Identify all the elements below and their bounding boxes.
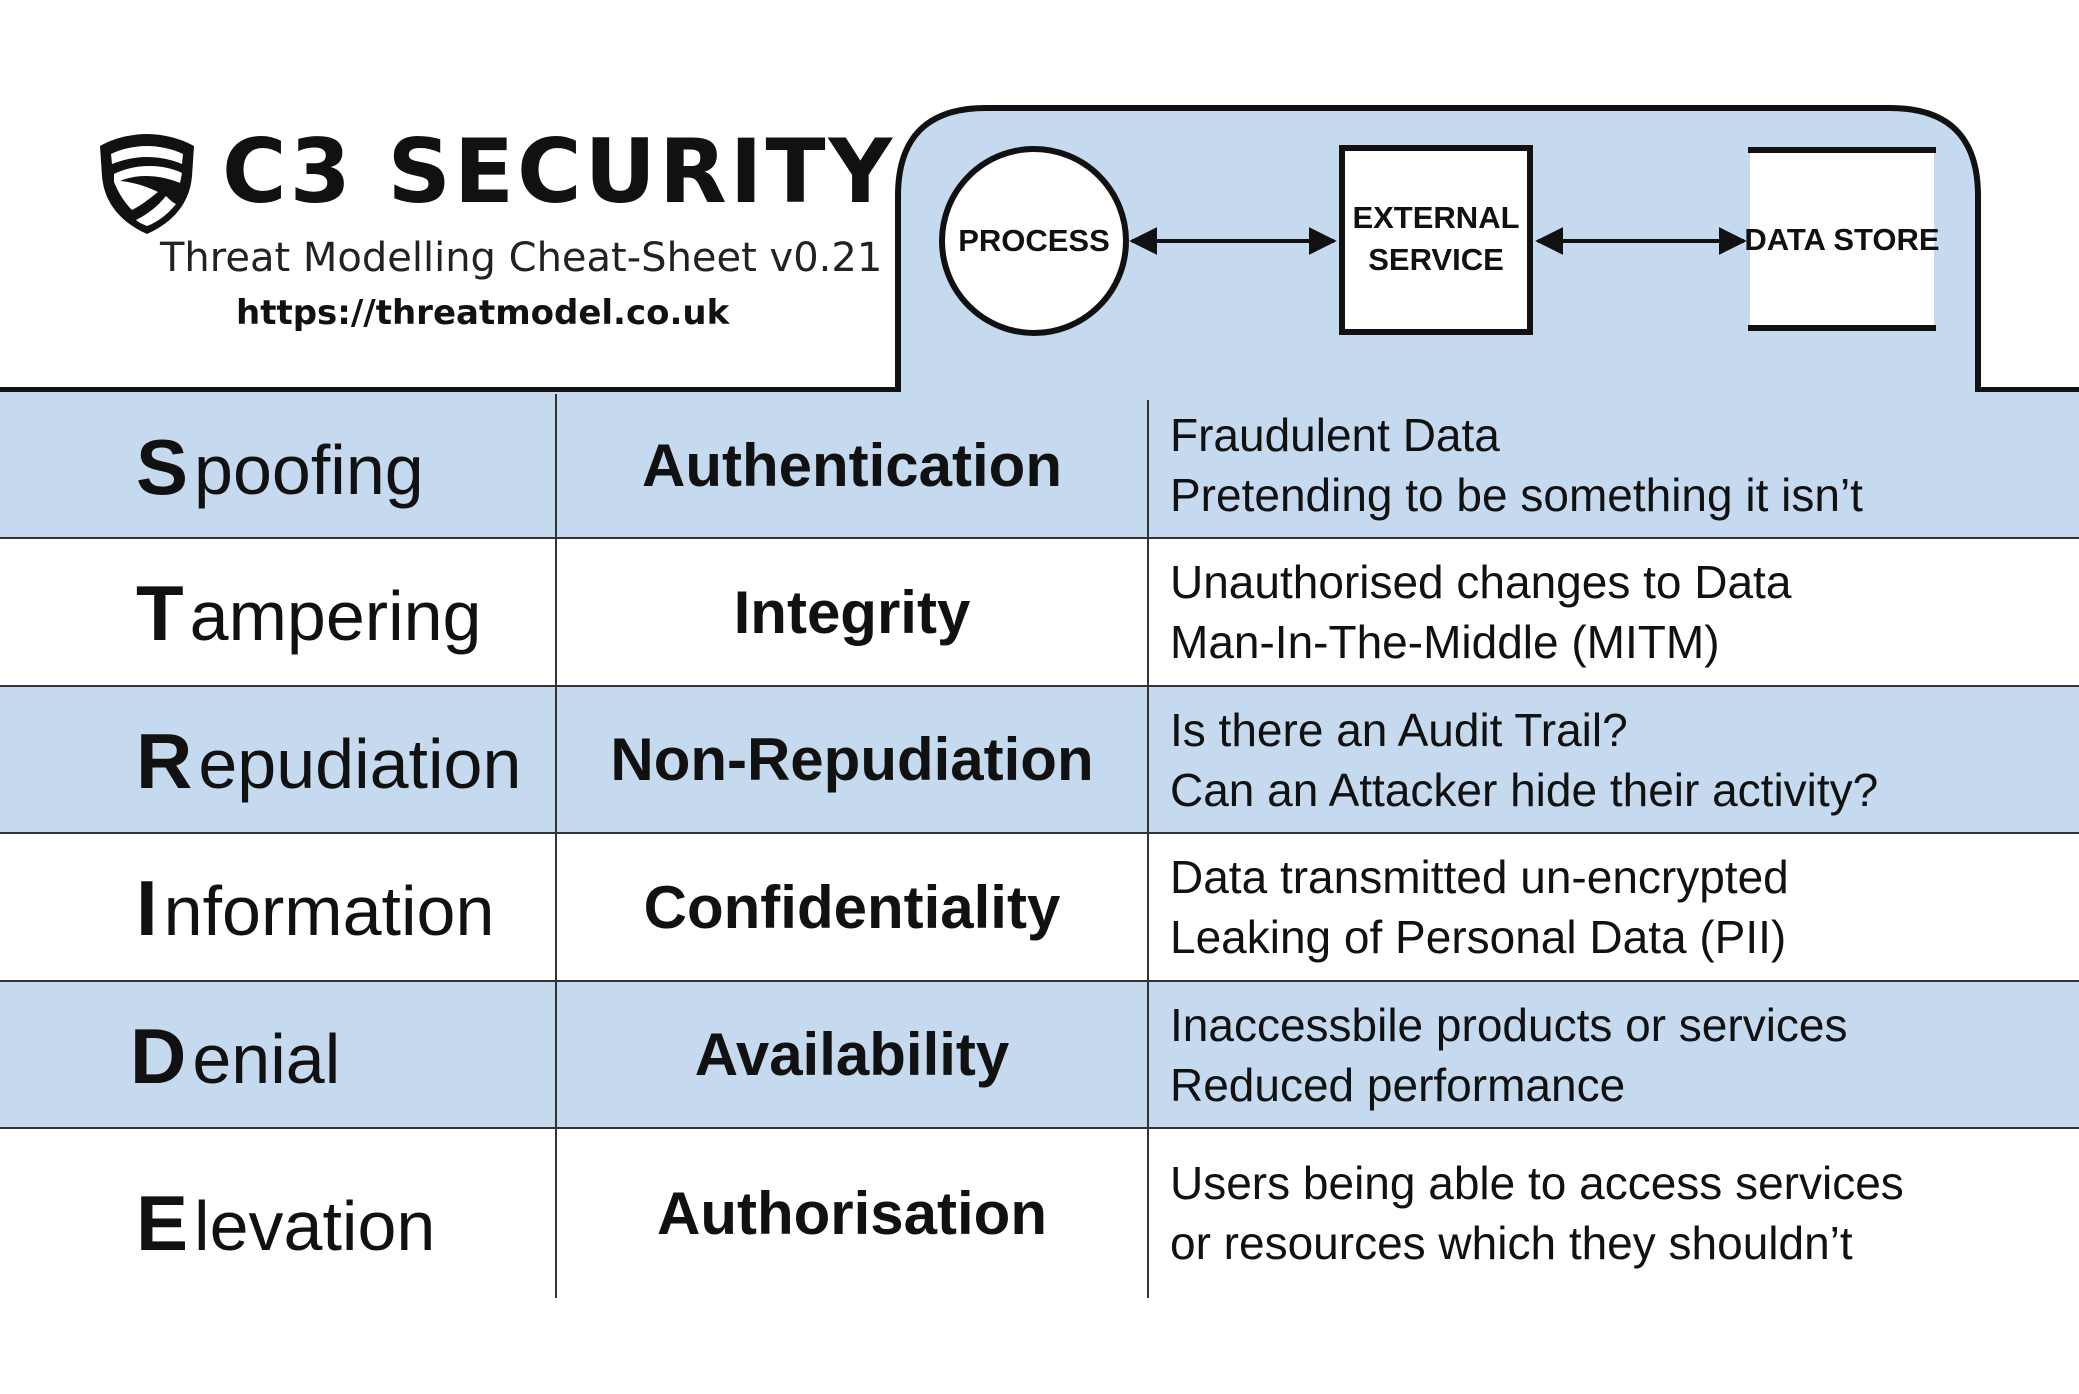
data-store-node: [1750, 150, 1934, 328]
table-row: Spoofing Authentication Fraudulent Data …: [0, 392, 2079, 538]
threat-rest: epudiation: [198, 725, 522, 803]
column-divider: [1147, 400, 1149, 1298]
threat-rest: ampering: [189, 577, 482, 655]
threat-description: Inaccessbile products or services Reduce…: [1148, 981, 2068, 1128]
row-divider: [0, 685, 2079, 687]
description-line: Reduced performance: [1170, 1058, 1626, 1111]
threat-description: Unauthorised changes to Data Man-In-The-…: [1148, 538, 2068, 686]
threat-name: Elevation: [136, 1184, 435, 1262]
table-row: Denial Availability Inaccessbile product…: [0, 981, 2079, 1128]
table-row: Repudiation Non-Repudiation Is there an …: [0, 686, 2079, 833]
threat-cell: Denial: [0, 981, 556, 1128]
threat-name: Information: [136, 869, 494, 947]
external-service-node: [1339, 145, 1533, 335]
description-line: or resources which they shouldn’t: [1170, 1217, 1853, 1269]
row-divider: [0, 980, 2079, 982]
threat-rest: levation: [194, 1187, 436, 1265]
threat-description: Fraudulent Data Pretending to be somethi…: [1148, 392, 2068, 538]
description-line: Is there an Audit Trail?: [1170, 703, 1628, 756]
threat-initial: E: [136, 1179, 189, 1267]
threat-name: Repudiation: [136, 722, 521, 800]
description-line: Unauthorised changes to Data: [1170, 556, 1792, 608]
data-store-label: DATA STORE: [1744, 222, 1940, 257]
description-line: Fraudulent Data: [1170, 409, 1500, 461]
security-property: Availability: [694, 1021, 1010, 1088]
threat-cell: Elevation: [0, 1128, 556, 1298]
threat-rest: enial: [192, 1020, 341, 1098]
row-divider: [0, 537, 2079, 539]
brand-name: C3 SECURITY: [222, 120, 896, 223]
description-line: Pretending to be something it isn’t: [1170, 469, 1863, 521]
description-line: Data transmitted un-encrypted: [1170, 851, 1789, 903]
threat-name: Tampering: [136, 574, 481, 652]
process-node: [939, 146, 1129, 336]
external-service-label-line2: SERVICE: [1368, 242, 1504, 277]
security-property: Non-Repudiation: [610, 726, 1094, 793]
description-line: Man-In-The-Middle (MITM): [1170, 616, 1720, 668]
threat-cell: Spoofing: [0, 392, 556, 538]
security-property: Authorisation: [657, 1179, 1047, 1247]
threat-rest: poofing: [194, 431, 424, 509]
process-label: PROCESS: [958, 223, 1110, 258]
description-line: Inaccessbile products or services: [1170, 998, 1848, 1051]
security-property: Confidentiality: [643, 873, 1061, 941]
row-divider: [0, 832, 2079, 834]
security-property: Authentication: [642, 431, 1062, 499]
threat-initial: D: [130, 1012, 187, 1100]
threat-initial: S: [136, 423, 189, 511]
table-row: Elevation Authorisation Users being able…: [0, 1128, 2079, 1298]
description-line: Can an Attacker hide their activity?: [1170, 763, 1879, 816]
table-row: Information Confidentiality Data transmi…: [0, 833, 2079, 981]
column-divider: [555, 394, 557, 1298]
threat-initial: I: [136, 864, 158, 952]
threat-name: Denial: [130, 1017, 340, 1095]
threat-description: Users being able to access services or r…: [1148, 1128, 2068, 1298]
row-divider: [0, 1127, 2079, 1129]
table-row: Tampering Integrity Unauthorised changes…: [0, 538, 2079, 686]
threat-initial: T: [136, 569, 184, 657]
threat-cell: Repudiation: [0, 686, 556, 833]
threat-description: Is there an Audit Trail? Can an Attacker…: [1148, 686, 2068, 833]
threat-description: Data transmitted un-encrypted Leaking of…: [1148, 833, 2068, 981]
page-subtitle: Threat Modelling Cheat-Sheet v0.21: [160, 235, 883, 281]
site-url: https://threatmodel.co.uk: [236, 293, 730, 333]
description-line: Users being able to access services: [1170, 1157, 1904, 1209]
threat-initial: R: [136, 717, 193, 805]
threat-name: Spoofing: [136, 428, 424, 506]
threat-rest: nformation: [163, 872, 495, 950]
shield-icon: [100, 134, 194, 234]
threat-cell: Tampering: [0, 538, 556, 686]
threat-cell: Information: [0, 833, 556, 981]
security-property: Integrity: [733, 578, 971, 646]
description-line: Leaking of Personal Data (PII): [1170, 911, 1787, 963]
diagram-panel-outline: [0, 105, 2079, 393]
external-service-label-line1: EXTERNAL: [1352, 200, 1520, 235]
